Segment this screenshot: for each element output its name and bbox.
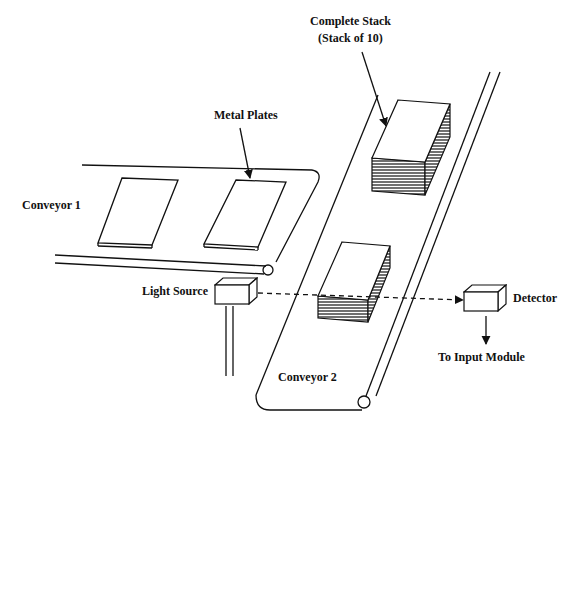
part-label: Metal Plates: [212, 108, 280, 122]
part-label: Complete Stack: [308, 14, 393, 28]
box-outline: [463, 284, 507, 312]
sensor-box: [463, 284, 507, 312]
signal-label: To Input Module: [436, 350, 527, 364]
node-label: Light Source: [142, 284, 208, 298]
box-outline: [214, 277, 258, 305]
node-label: Detector: [513, 291, 557, 305]
light-stand: [226, 306, 233, 376]
part-label: Conveyor 2: [276, 370, 339, 384]
metal-plates: [98, 178, 286, 250]
stacks: [318, 100, 450, 322]
part-label: Conveyor 1: [20, 198, 83, 212]
part-label: (Stack of 10): [316, 31, 385, 45]
leader-lines: [240, 52, 486, 344]
detector: Detector: [463, 284, 557, 312]
sensor-box: [214, 277, 258, 305]
light-beam: [258, 293, 463, 300]
light-source: Light Source: [142, 277, 258, 305]
conveyor-1: [55, 165, 319, 275]
